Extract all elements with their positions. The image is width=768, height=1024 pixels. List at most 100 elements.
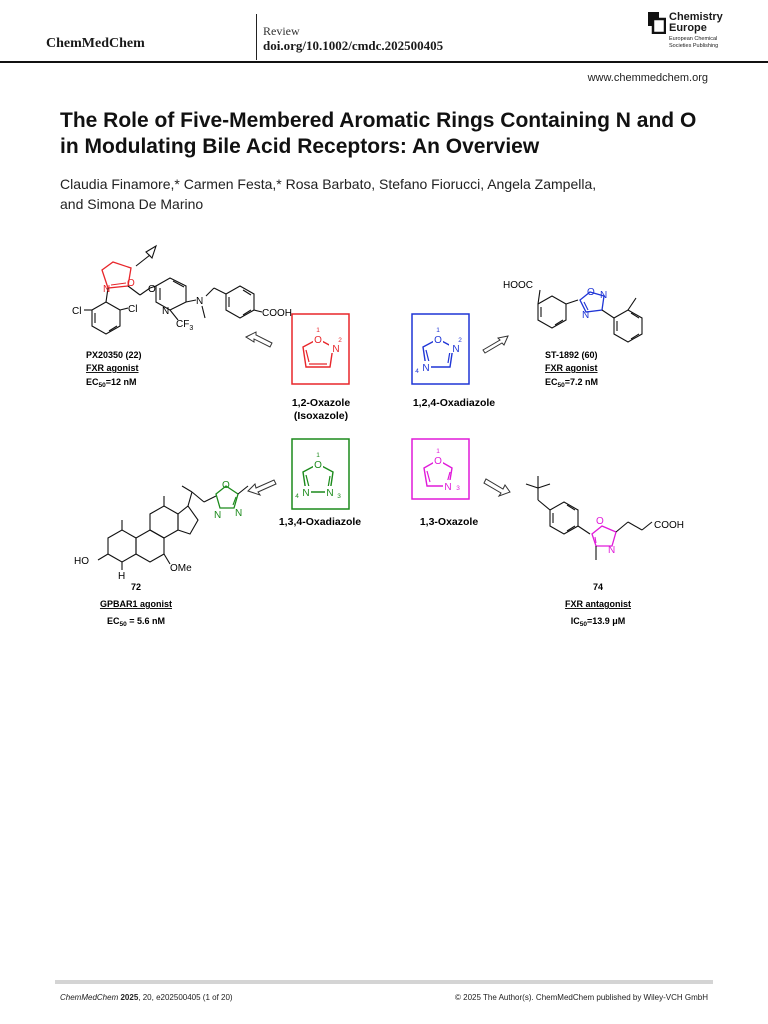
st1892-hooc: HOOC xyxy=(503,280,533,291)
arrow-to-compound74-icon xyxy=(483,478,511,497)
oxazole-13-num-1: 1 xyxy=(436,448,440,455)
compound74-cooh: COOH xyxy=(654,520,684,531)
citation-journal: ChemMedChem xyxy=(60,993,119,1002)
oxazole-13-name: 1,3-Oxazole xyxy=(420,516,479,528)
oxadiazole-124-atom-n2: N xyxy=(452,344,459,355)
citation-line: ChemMedChem 2025, 20, e202500405 (1 of 2… xyxy=(60,993,233,1002)
oxadiazole-134-num-1: 1 xyxy=(316,452,320,459)
isoxazole-atom-o: O xyxy=(314,335,322,346)
header-rule xyxy=(0,61,768,63)
citation-details: , 20, e202500405 (1 of 20) xyxy=(138,993,233,1002)
compound72-target: GPBAR1 xyxy=(100,599,138,609)
compound74-target-line: FXR antagonist xyxy=(565,599,631,609)
arrow-to-px20350-icon xyxy=(244,331,273,348)
publisher-subtitle-line1: European Chemical xyxy=(669,36,718,42)
compound72-target-line: GPBAR1 agonist xyxy=(100,599,172,609)
compound72-atom-n-b: N xyxy=(235,508,242,519)
px20350-cl-right: Cl xyxy=(128,304,137,315)
arrow-to-compound72-icon xyxy=(247,479,277,496)
st1892-atom-o: O xyxy=(587,287,595,298)
st1892-name: ST-1892 (60) xyxy=(545,350,598,360)
st1892-atom-n4: N xyxy=(582,310,589,321)
citation-year: 2025 xyxy=(120,993,139,1002)
isoxazole-num-2: 2 xyxy=(338,337,342,344)
oxadiazole-124-num-2: 2 xyxy=(458,337,462,344)
oxadiazole-134-num-3: 3 xyxy=(337,493,341,500)
px20350-atom-n-pyridine: N xyxy=(162,306,169,317)
graphical-abstract: O N 1 2 1,2-Oxazole (Isoxazole) O N N 1 … xyxy=(72,244,684,628)
oxadiazole-124-atom-o: O xyxy=(434,335,442,346)
compound72-structure xyxy=(97,485,249,570)
compound74-structure xyxy=(525,476,653,560)
px20350-target: FXR xyxy=(86,363,105,373)
oxadiazole-134-atom-n3: N xyxy=(326,488,333,499)
authors-line-1: Claudia Finamore,* Carmen Festa,* Rosa B… xyxy=(60,176,597,192)
compound74-atom-o: O xyxy=(596,516,604,527)
compound72-ome: OMe xyxy=(170,563,192,574)
copyright-line: © 2025 The Author(s). ChemMedChem publis… xyxy=(455,993,708,1002)
px20350-atom-o-ether: O xyxy=(148,284,156,295)
oxadiazole-134-atom-o: O xyxy=(314,460,322,471)
px20350-atom-n-amine: N xyxy=(196,296,203,307)
st1892-atom-n2: N xyxy=(600,290,607,301)
journal-website-link[interactable]: www.chemmedchem.org xyxy=(587,72,708,84)
oxadiazole-124-num-1: 1 xyxy=(436,327,440,334)
compound74-target: FXR xyxy=(565,599,584,609)
isoxazole-box: O N 1 2 xyxy=(291,313,350,385)
oxazole-13-atom-o: O xyxy=(434,456,442,467)
st1892-potency: EC50=7.2 nM xyxy=(545,377,598,389)
oxadiazole-124-atom-n4: N xyxy=(422,363,429,374)
st1892-target-line: FXR agonist xyxy=(545,363,598,373)
compound72-atom-n-a: N xyxy=(214,510,221,521)
isoxazole-alt-name: (Isoxazole) xyxy=(294,410,348,422)
compound72-h: H xyxy=(118,571,125,582)
compound74-name: 74 xyxy=(593,582,603,592)
arrow-to-st1892-icon xyxy=(482,335,509,354)
oxadiazole-134-box: O N N 1 4 3 xyxy=(291,438,350,510)
compound72-activity: agonist xyxy=(140,599,172,609)
px20350-name: PX20350 (22) xyxy=(86,350,142,360)
px20350-cooh: COOH xyxy=(262,308,292,319)
compound72-potency: EC50 = 5.6 nM xyxy=(107,616,165,628)
px20350-cf3: CF3 xyxy=(176,319,193,332)
authors-line-2: and Simona De Marino xyxy=(60,196,204,212)
publisher-name-line2: Europe xyxy=(669,22,707,34)
chemistry-europe-logo-icon xyxy=(648,12,666,34)
isoxazole-name: 1,2-Oxazole xyxy=(292,397,351,409)
oxadiazole-134-name: 1,3,4-Oxadiazole xyxy=(279,516,361,528)
px20350-atom-n-isoxazole: N xyxy=(103,284,110,295)
st1892-structure xyxy=(537,289,643,343)
st1892-target: FXR xyxy=(545,363,564,373)
compound72-name: 72 xyxy=(131,582,141,592)
compound72-ho: HO xyxy=(74,556,89,567)
px20350-structure xyxy=(84,244,263,335)
oxadiazole-134-num-4: 4 xyxy=(295,493,299,500)
author-list: Claudia Finamore,* Carmen Festa,* Rosa B… xyxy=(60,174,710,214)
publisher-subtitle-line2: Societies Publishing xyxy=(669,43,719,49)
px20350-atom-o-ring: O xyxy=(127,278,135,289)
oxadiazole-124-name: 1,2,4-Oxadiazole xyxy=(413,397,495,409)
px20350-activity: agonist xyxy=(107,363,139,373)
publisher-name-line1: Chemistry xyxy=(669,11,723,23)
px20350-target-line: FXR agonist xyxy=(86,363,139,373)
st1892-activity: agonist xyxy=(566,363,598,373)
footer-rule xyxy=(55,980,713,984)
oxadiazole-134-atom-n4: N xyxy=(302,488,309,499)
oxadiazole-124-box: O N N 1 2 4 xyxy=(411,313,470,385)
isoxazole-num-1: 1 xyxy=(316,327,320,334)
oxazole-13-box: O N 1 3 xyxy=(411,438,470,500)
compound72-atom-o: O xyxy=(222,480,230,491)
header-divider xyxy=(256,14,257,60)
oxadiazole-124-num-4: 4 xyxy=(415,368,419,375)
px20350-potency: EC50=12 nM xyxy=(86,377,137,389)
article-title: The Role of Five-Membered Aromatic Rings… xyxy=(60,109,697,158)
oxazole-13-atom-n: N xyxy=(444,482,451,493)
journal-name: ChemMedChem xyxy=(46,36,145,51)
doi-link[interactable]: doi.org/10.1002/cmdc.202500405 xyxy=(263,38,444,53)
article-type: Review xyxy=(263,24,300,38)
compound74-atom-n: N xyxy=(608,545,615,556)
compound74-activity: antagonist xyxy=(586,599,632,609)
isoxazole-atom-n: N xyxy=(332,344,339,355)
px20350-cl-left: Cl xyxy=(72,306,81,317)
oxazole-13-num-3: 3 xyxy=(456,485,460,492)
